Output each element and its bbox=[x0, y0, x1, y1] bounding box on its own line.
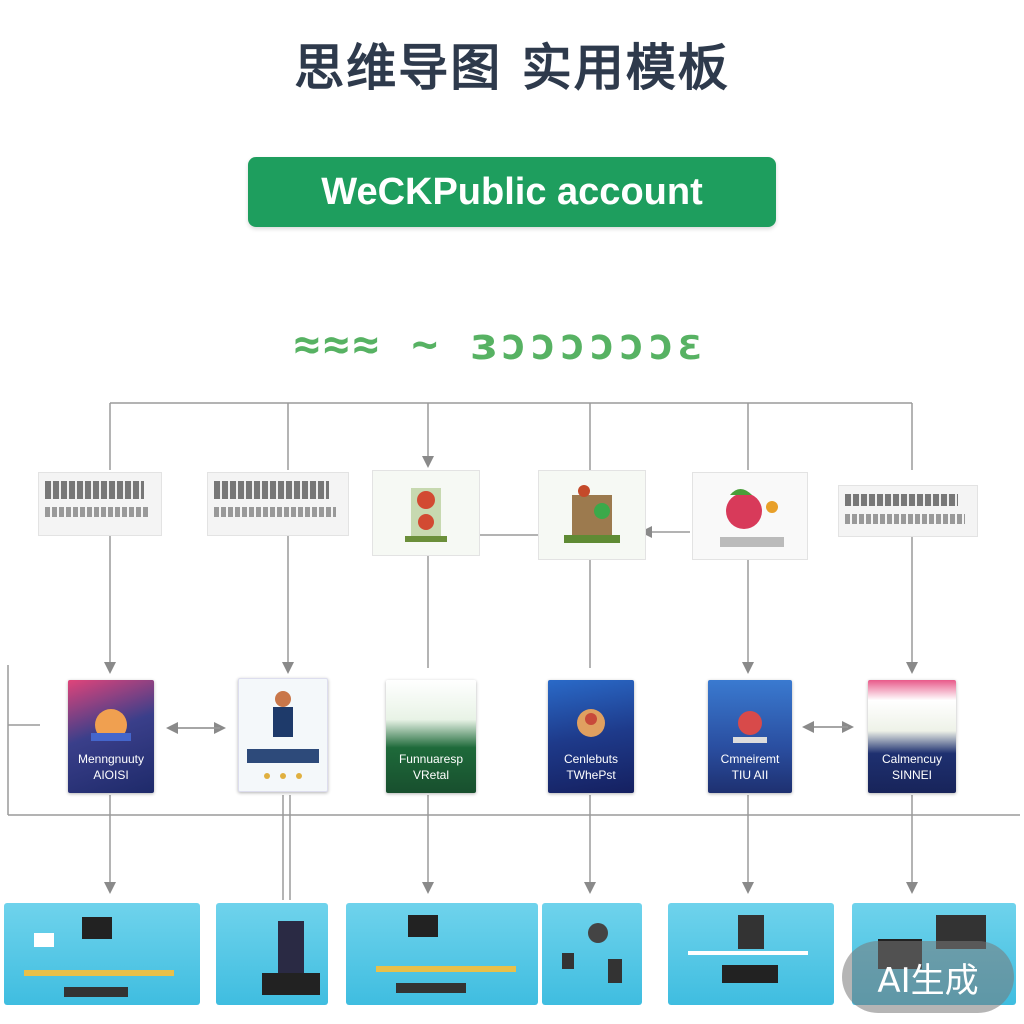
scene-panel-1 bbox=[4, 903, 200, 1005]
text-node-3 bbox=[838, 485, 978, 537]
vintage-machine-icon bbox=[564, 485, 620, 543]
content-card-2[interactable] bbox=[238, 678, 328, 792]
content-card-1[interactable]: Menngnuuty AIOISI bbox=[68, 680, 154, 793]
illustration-node-1 bbox=[372, 470, 480, 556]
plant-machine-icon bbox=[405, 488, 447, 542]
illustration-icon bbox=[91, 708, 131, 741]
subtitle: ≈≈≈ ~ ɜɔɔɔɔɔɔɛ bbox=[293, 318, 707, 370]
device-icon bbox=[262, 921, 320, 995]
scene-panel-4 bbox=[542, 903, 642, 1005]
robot-arm-icon bbox=[562, 923, 622, 983]
office-scene-icon bbox=[24, 917, 174, 997]
flower-icon bbox=[733, 710, 767, 743]
card-caption: Menngnuuty AIOISI bbox=[77, 751, 145, 782]
computer-scene-icon bbox=[688, 915, 808, 983]
character-icon bbox=[577, 708, 605, 737]
text-node-1 bbox=[38, 472, 162, 536]
content-card-4[interactable]: Cenlebuts TWhePst bbox=[548, 680, 634, 793]
content-card-3[interactable]: Funnuaresp VRetal bbox=[386, 680, 476, 793]
person-icon bbox=[273, 691, 293, 737]
office-scene-icon bbox=[376, 915, 516, 993]
content-card-6[interactable]: Calmencuy SINNEI bbox=[868, 680, 956, 793]
illustration-node-2 bbox=[538, 470, 646, 560]
card-caption: Cenlebuts TWhePst bbox=[563, 751, 619, 782]
ai-generated-badge: AI生成 bbox=[842, 941, 1014, 1013]
fruit-card-icon bbox=[720, 489, 784, 547]
scene-panel-5 bbox=[668, 903, 834, 1005]
scene-panel-2 bbox=[216, 903, 328, 1005]
dot-row bbox=[264, 773, 302, 779]
scene-panel-3 bbox=[346, 903, 538, 1005]
card-label-bar bbox=[247, 749, 319, 763]
text-node-2 bbox=[207, 472, 349, 536]
card-caption: Calmencuy SINNEI bbox=[881, 751, 943, 782]
page-title: 思维导图 实用模板 bbox=[294, 39, 730, 97]
content-card-5[interactable]: Cmneiremt TIU AII bbox=[708, 680, 792, 793]
account-banner: WeCKPublic account bbox=[248, 157, 776, 227]
card-caption: Cmneiremt TIU AII bbox=[720, 751, 780, 782]
illustration-node-3 bbox=[692, 472, 808, 560]
card-caption: Funnuaresp VRetal bbox=[398, 751, 464, 782]
